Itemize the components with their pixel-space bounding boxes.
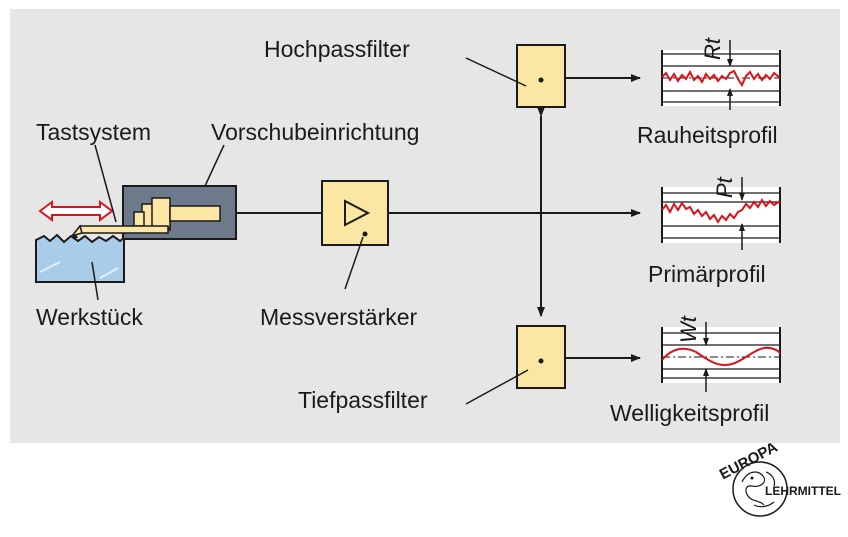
primary-profile-graphic [661, 177, 781, 250]
label-messverstaerker: Messverstärker [260, 304, 418, 330]
workpiece [35, 233, 125, 283]
probe-arm [69, 224, 169, 238]
logo-right-text: LEHRMITTEL [765, 484, 841, 498]
label-rt: Rt [700, 37, 725, 60]
amplifier-box [321, 180, 389, 246]
double-arrow-icon [38, 200, 114, 222]
label-werkstueck: Werkstück [36, 304, 143, 330]
label-welligkeitsprofil: Welligkeitsprofil [610, 400, 769, 426]
label-wt: Wt [676, 315, 701, 343]
leader-lines [91, 57, 529, 405]
signal-lines [236, 74, 641, 362]
label-pt: Pt [712, 176, 737, 198]
highpass-filter-box [516, 44, 566, 108]
label-rauheitsprofil: Rauheitsprofil [637, 122, 778, 148]
label-primaerprofil: Primärprofil [648, 261, 766, 287]
waviness-profile-graphic [661, 322, 781, 392]
label-vorschubeinrichtung: Vorschubeinrichtung [211, 119, 419, 145]
roughness-profile-graphic [661, 40, 781, 110]
label-hochpassfilter: Hochpassfilter [264, 36, 410, 62]
label-tastsystem: Tastsystem [36, 119, 151, 145]
europa-lehrmittel-logo: EUROPA LEHRMITTEL [717, 439, 841, 517]
lowpass-filter-box [516, 325, 566, 389]
label-tiefpassfilter: Tiefpassfilter [298, 387, 428, 413]
